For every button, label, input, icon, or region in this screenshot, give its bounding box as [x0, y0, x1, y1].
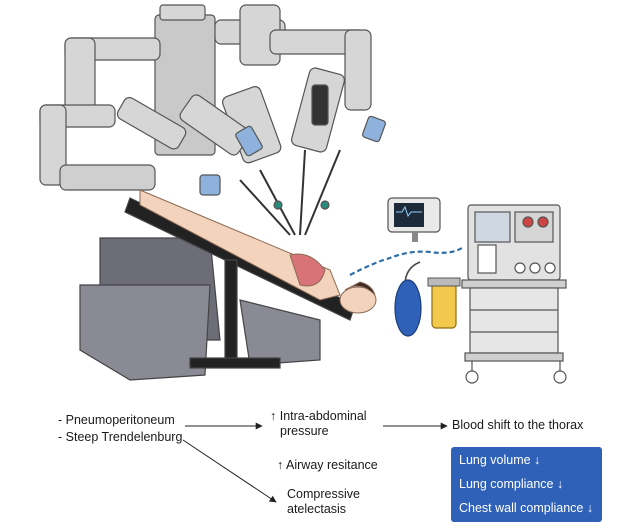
monitor-icon [387, 197, 441, 242]
patient-icon [139, 189, 377, 314]
arrow-causes-to-atelectasis [182, 439, 277, 503]
surgical-robot-icon [39, 4, 386, 236]
effects-box: Lung volume ↓ Lung compliance ↓ Chest wa… [451, 447, 602, 522]
robotic-surgery-illustration [39, 4, 567, 384]
intra-abdominal-label: ↑ Intra-abdominal [270, 409, 367, 423]
cause-pneumoperitoneum: - Pneumoperitoneum [58, 413, 175, 427]
pressure-label: pressure [280, 424, 329, 438]
effect-lung-compliance: Lung compliance ↓ [459, 477, 564, 491]
breathing-tube [349, 247, 463, 276]
atelectasis-label-2: atelectasis [287, 502, 347, 516]
operating-table-icon [79, 197, 356, 381]
flow-arrows [182, 422, 448, 503]
effect-chest-wall-compliance: Chest wall compliance ↓ [459, 501, 594, 515]
airway-resistance-label: ↑ Airway resitance [277, 458, 378, 472]
cause-trendelenburg: - Steep Trendelenburg [58, 430, 183, 444]
anesthesia-machine-icon [461, 204, 567, 384]
atelectasis-label-1: Compressive [287, 487, 360, 501]
blood-shift-label: Blood shift to the thorax [452, 418, 584, 432]
effect-lung-volume: Lung volume ↓ [459, 453, 541, 467]
ventilator-bag-icon [394, 261, 461, 337]
